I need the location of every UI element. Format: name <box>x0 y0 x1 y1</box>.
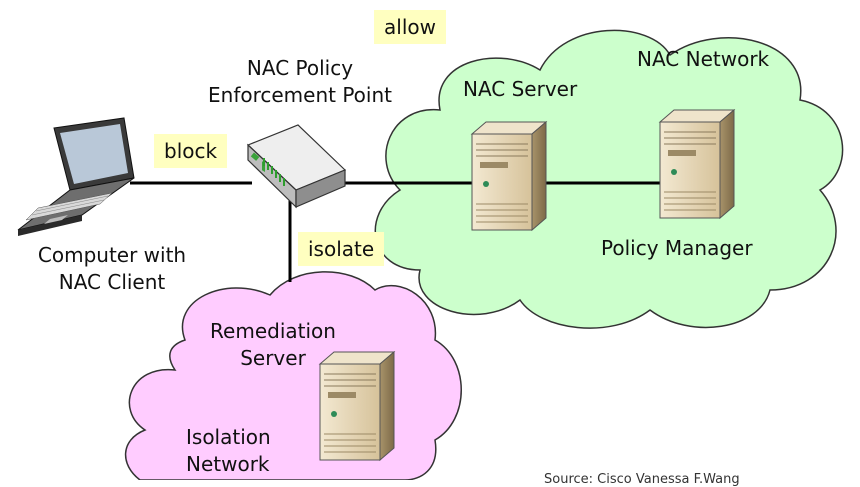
remediation-label-line1: Remediation <box>210 319 336 343</box>
isolation-network-cloud <box>124 271 462 480</box>
computer-label: Computer with NAC Client <box>12 242 212 296</box>
nac-server-icon <box>471 121 547 231</box>
nac-network-label: NAC Network <box>637 47 770 71</box>
isolation-network-label: Isolation Network <box>186 424 271 478</box>
policy-manager-server-icon <box>659 109 735 219</box>
pep-label-line2: Enforcement Point <box>208 83 392 107</box>
laptop-icon <box>17 117 135 236</box>
computer-label-line2: NAC Client <box>58 270 166 294</box>
nac-server-label: NAC Server <box>463 77 578 101</box>
remediation-server-label: Remediation Server <box>180 318 366 372</box>
isolation-label-line1: Isolation <box>186 425 271 449</box>
remediation-label-line2: Server <box>240 346 306 370</box>
nac-network-cloud <box>374 29 844 329</box>
switch-icon <box>246 124 347 209</box>
allow-tag: allow <box>374 10 446 44</box>
computer-label-line1: Computer with <box>37 243 187 267</box>
policy-manager-label: Policy Manager <box>601 236 753 260</box>
block-tag: block <box>154 134 228 168</box>
isolate-tag: isolate <box>298 232 385 266</box>
pep-label: NAC Policy Enforcement Point <box>182 55 418 109</box>
isolation-label-line2: Network <box>186 452 270 476</box>
pep-label-line1: NAC Policy <box>246 56 354 80</box>
